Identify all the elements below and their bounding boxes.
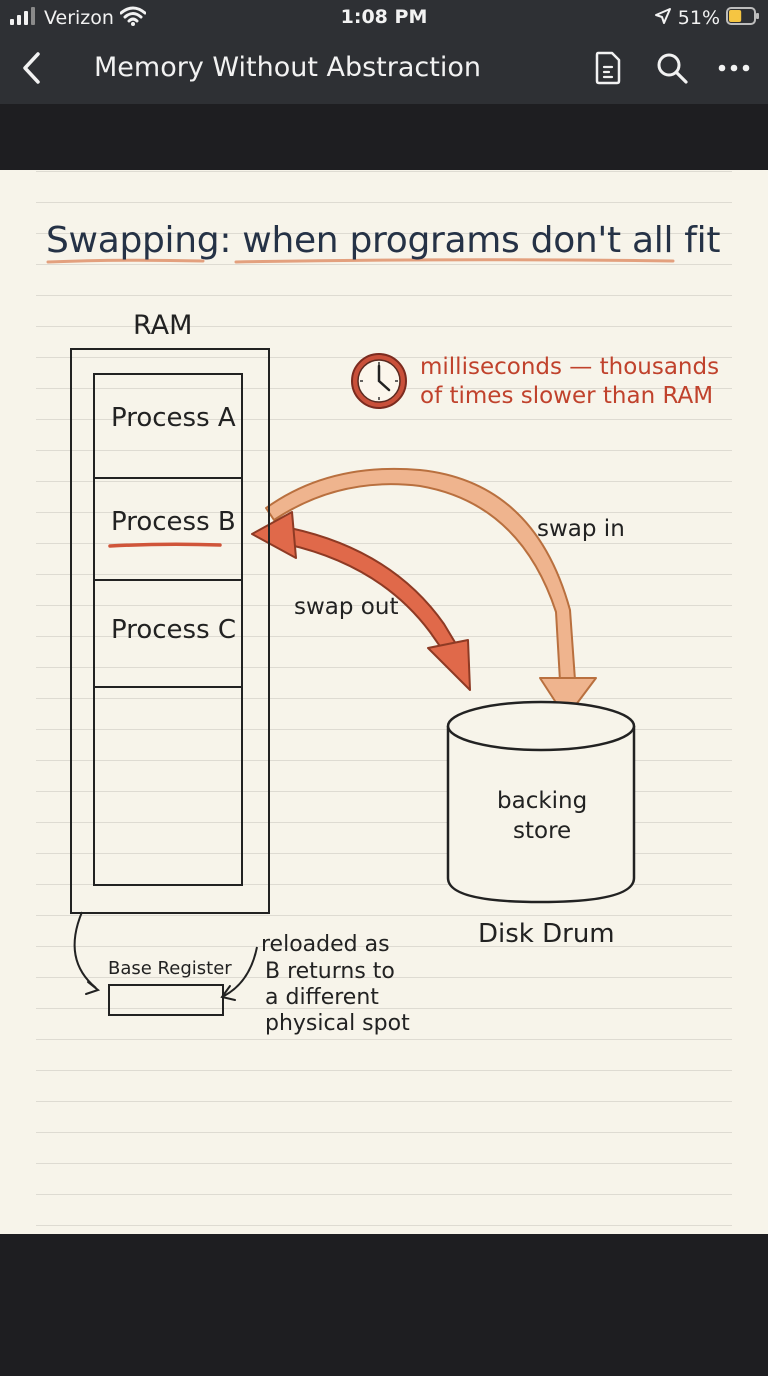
status-left: Verizon [10,6,147,31]
ram-slot-process-a: Process A [93,373,243,479]
clock-note-line-2: of times slower than RAM [420,383,714,409]
page-heading: Swapping: when programs don't all fit [46,220,721,261]
swap-out-arrow [251,511,471,691]
search-icon [657,53,688,84]
reload-note-line-4: physical spot [265,1011,410,1036]
ram-block [70,348,270,914]
swap-out-label: swap out [294,594,399,620]
note-title: Memory Without Abstraction [94,52,481,83]
heading-underline-right [234,258,675,264]
toolbar-spacer [0,104,768,170]
ram-label: RAM [133,310,193,341]
backing-store-line-1: backing [497,788,588,814]
app-chrome: Verizon 1:08 PM 51% [0,0,768,104]
ram-slot-process-b: Process B [93,477,243,581]
reload-note-line-3: a different [265,985,379,1010]
process-b-underline [108,542,222,548]
search-button[interactable] [654,50,690,86]
bottom-bar [0,1234,768,1376]
process-label: Process B [111,507,236,537]
base-register-label: Base Register [108,958,232,979]
carrier-name: Verizon [44,7,114,29]
disk-drum-label: Disk Drum [478,919,615,949]
clock-note-line-1: milliseconds — thousands [420,354,720,380]
swap-in-label: swap in [537,516,625,542]
process-label: Process A [111,403,236,433]
heading-underline-left [46,258,205,264]
swap-in-arrow [265,467,597,719]
document-icon [595,51,621,85]
reload-note-line-1: reloaded as [261,932,390,957]
ruled-lines [36,170,732,1234]
back-button[interactable] [14,50,48,86]
note-page[interactable]: Swapping: when programs don't all fit RA… [0,170,768,1234]
battery-icon [726,6,760,30]
backing-store-line-2: store [513,818,572,844]
ram-slot-free [93,686,243,886]
ram-to-register-arrow [73,911,97,989]
wifi-icon [119,6,147,31]
ram-slot-process-c: Process C [93,579,243,688]
location-arrow-icon [654,7,672,30]
process-label: Process C [111,615,237,645]
disk-drum-icon [446,700,636,904]
battery-percent: 51% [677,7,720,29]
more-options-button[interactable] [716,50,752,86]
signal-icon [10,6,38,30]
sketch-layer [46,258,675,1001]
status-bar: Verizon 1:08 PM 51% [0,0,768,36]
reload-note-line-2: B returns to [265,959,395,984]
nav-bar: Memory Without Abstraction [0,36,768,104]
base-register-box [108,984,224,1016]
more-horizontal-icon [718,64,750,72]
document-button[interactable] [590,50,626,86]
status-right: 51% [654,6,760,30]
chevron-left-icon [23,52,40,84]
note-to-register-arrow [223,946,258,997]
clock-icon [351,353,407,409]
